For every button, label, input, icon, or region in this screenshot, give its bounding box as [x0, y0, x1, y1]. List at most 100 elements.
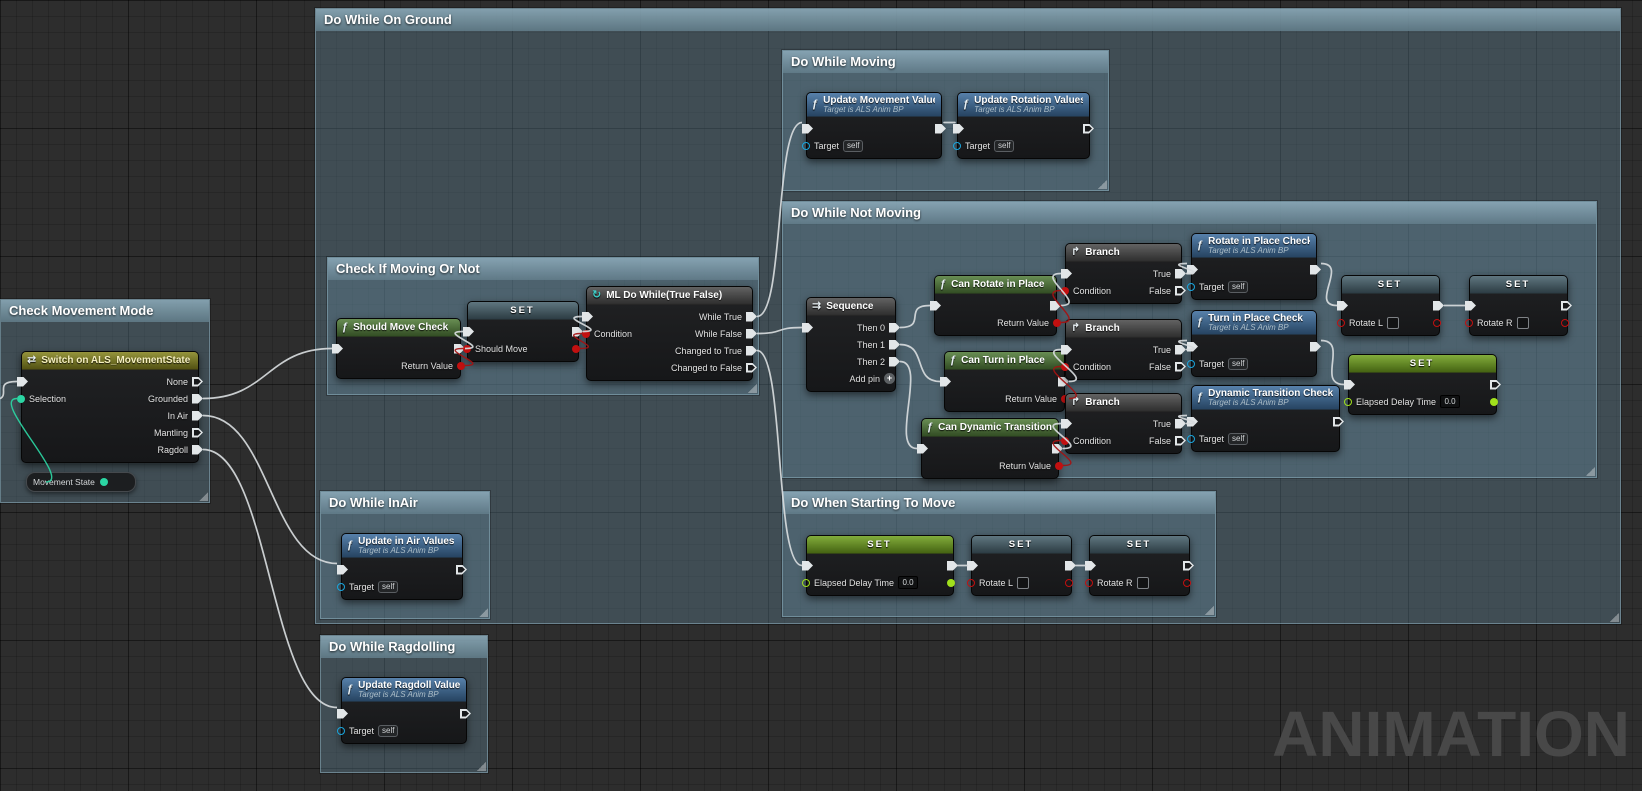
node-header[interactable]: ↻ML Do While(True False): [587, 287, 752, 305]
exec-pin[interactable]: [889, 339, 900, 350]
comment-title[interactable]: Check If Moving Or Not: [328, 258, 758, 280]
exec-pin[interactable]: [463, 326, 474, 337]
node-header[interactable]: SET: [1342, 276, 1439, 294]
float-pin[interactable]: [802, 578, 810, 587]
obj-pin[interactable]: [337, 726, 345, 735]
exec-pin[interactable]: [1061, 344, 1072, 355]
comment-title[interactable]: Do While On Ground: [316, 9, 1620, 31]
obj-pin[interactable]: [1187, 282, 1195, 291]
bool-pin[interactable]: [1065, 578, 1073, 587]
exec-pin[interactable]: [1433, 300, 1444, 311]
float-pin[interactable]: [1490, 397, 1498, 406]
exec-pin[interactable]: [1175, 435, 1186, 446]
enum-pin[interactable]: [17, 394, 25, 403]
obj-pin[interactable]: [953, 141, 961, 150]
value-input[interactable]: 0.0: [898, 576, 919, 589]
exec-pin[interactable]: [337, 564, 348, 575]
exec-pin[interactable]: [460, 708, 471, 719]
bool-pin[interactable]: [1465, 318, 1473, 327]
bool-pin[interactable]: [1061, 362, 1069, 371]
checkbox[interactable]: [1017, 576, 1030, 589]
comment-title[interactable]: Check Movement Mode: [1, 300, 209, 322]
exec-pin[interactable]: [192, 427, 203, 438]
obj-pin[interactable]: [337, 582, 345, 591]
obj-pin[interactable]: [1187, 359, 1195, 368]
exec-pin[interactable]: [746, 311, 757, 322]
exec-pin[interactable]: [1310, 341, 1321, 352]
exec-pin[interactable]: [582, 311, 593, 322]
bool-pin[interactable]: [1337, 318, 1345, 327]
bool-pin[interactable]: [1433, 318, 1441, 327]
node-header[interactable]: SET: [1349, 355, 1496, 373]
comment-title[interactable]: Do While InAir: [321, 492, 489, 514]
node-header[interactable]: ↱Branch: [1066, 394, 1181, 412]
node-header[interactable]: SET: [468, 302, 578, 320]
exec-pin[interactable]: [192, 393, 203, 404]
exec-pin[interactable]: [1333, 416, 1344, 427]
exec-pin[interactable]: [17, 376, 28, 387]
exec-pin[interactable]: [1187, 264, 1198, 275]
float-pin[interactable]: [947, 578, 955, 587]
bool-pin[interactable]: [1061, 436, 1069, 445]
bool-pin[interactable]: [967, 578, 975, 587]
exec-pin[interactable]: [1175, 361, 1186, 372]
exec-pin[interactable]: [940, 376, 951, 387]
add-pin-button[interactable]: +: [884, 373, 895, 384]
exec-pin[interactable]: [1083, 123, 1094, 134]
bool-pin[interactable]: [582, 329, 590, 338]
comment-title[interactable]: Do While Not Moving: [783, 202, 1596, 224]
exec-pin[interactable]: [953, 123, 964, 134]
exec-pin[interactable]: [332, 343, 343, 354]
exec-pin[interactable]: [935, 123, 946, 134]
checkbox[interactable]: [1136, 576, 1149, 589]
comment-title[interactable]: Do While Moving: [783, 51, 1108, 73]
exec-pin[interactable]: [889, 356, 900, 367]
exec-pin[interactable]: [746, 328, 757, 339]
exec-pin[interactable]: [456, 564, 467, 575]
exec-pin[interactable]: [889, 322, 900, 333]
exec-pin[interactable]: [1085, 560, 1096, 571]
exec-pin[interactable]: [1061, 418, 1072, 429]
exec-pin[interactable]: [192, 410, 203, 421]
exec-pin[interactable]: [1183, 560, 1194, 571]
enum-pin[interactable]: [99, 478, 108, 486]
exec-pin[interactable]: [1344, 379, 1355, 390]
comment-title[interactable]: Do When Starting To Move: [783, 492, 1215, 514]
bool-pin[interactable]: [1085, 578, 1093, 587]
bool-pin[interactable]: [1183, 578, 1191, 587]
float-pin[interactable]: [1344, 397, 1352, 406]
bool-pin[interactable]: [1561, 318, 1569, 327]
exec-pin[interactable]: [1337, 300, 1348, 311]
exec-pin[interactable]: [192, 444, 203, 455]
exec-pin[interactable]: [1490, 379, 1501, 390]
exec-pin[interactable]: [1187, 341, 1198, 352]
exec-pin[interactable]: [1187, 416, 1198, 427]
exec-pin[interactable]: [1061, 268, 1072, 279]
variable-node-msvar[interactable]: Movement State: [26, 472, 136, 492]
exec-pin[interactable]: [802, 322, 813, 333]
exec-pin[interactable]: [930, 300, 941, 311]
exec-pin[interactable]: [802, 123, 813, 134]
